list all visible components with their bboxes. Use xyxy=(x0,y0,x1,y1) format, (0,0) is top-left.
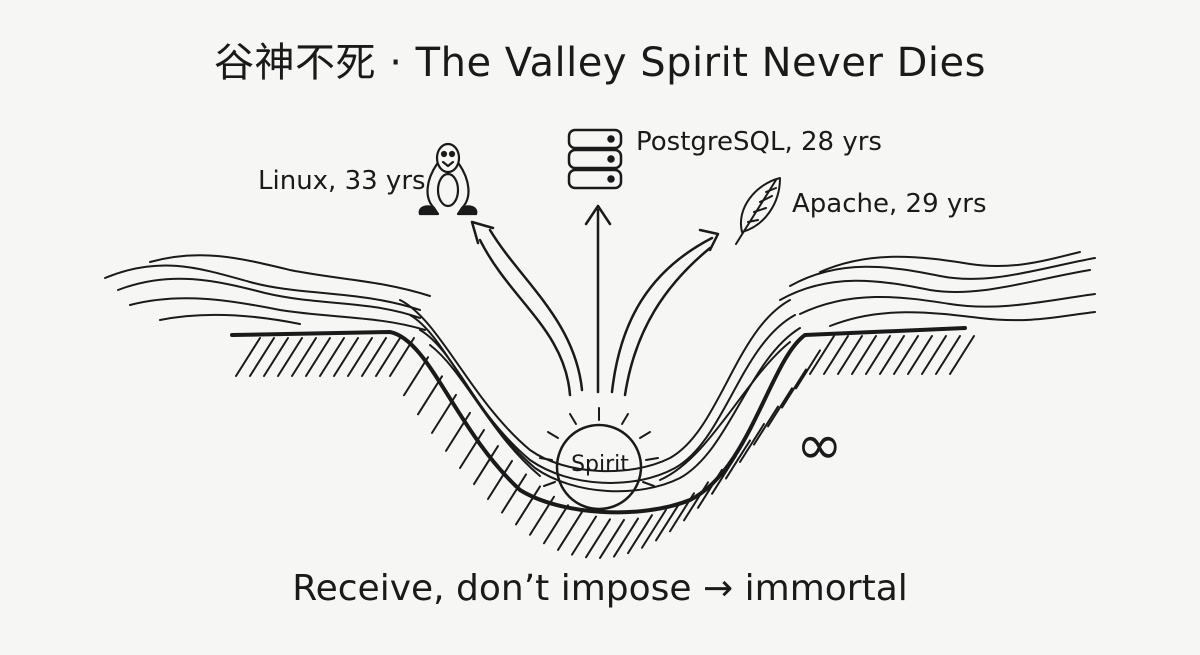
hatch-stroke xyxy=(613,517,639,558)
hatch-stroke xyxy=(487,459,513,500)
hatch-stroke xyxy=(543,504,569,545)
hatch-stroke xyxy=(767,387,793,428)
hatch-stroke xyxy=(333,337,359,377)
hatch-stroke xyxy=(851,335,877,375)
earth-hatching xyxy=(235,335,975,559)
hatch-stroke xyxy=(263,337,289,377)
rising-arrows xyxy=(470,204,720,397)
apache-label: Apache, 29 yrs xyxy=(792,189,987,219)
hatch-stroke xyxy=(375,337,401,377)
hatch-stroke xyxy=(291,337,317,377)
hatch-stroke xyxy=(347,337,373,377)
hatch-stroke xyxy=(823,335,849,375)
hatch-stroke xyxy=(585,518,611,559)
water-flow-lines xyxy=(104,251,1096,493)
hatch-stroke xyxy=(501,473,527,514)
arrow-to-linux xyxy=(488,228,584,392)
hatch-stroke xyxy=(921,335,947,375)
spirit-label: Spirit xyxy=(571,452,629,477)
hatch-stroke xyxy=(305,337,331,377)
hatch-stroke xyxy=(235,337,261,377)
hatch-stroke xyxy=(249,337,275,377)
database-icon xyxy=(567,128,623,190)
arrowhead-linux xyxy=(470,220,495,245)
hatch-stroke xyxy=(949,335,975,375)
hatch-stroke xyxy=(361,337,387,377)
hatch-stroke xyxy=(403,356,429,397)
hatch-stroke xyxy=(571,515,597,556)
arrowhead-apache xyxy=(698,228,720,252)
hatch-stroke xyxy=(319,337,345,377)
hatch-stroke xyxy=(725,439,751,480)
hatch-stroke xyxy=(809,335,835,375)
arrowhead-postgresql xyxy=(584,204,612,226)
hatch-stroke xyxy=(277,337,303,377)
hatch-stroke xyxy=(907,335,933,375)
hatch-stroke xyxy=(935,335,961,375)
hatch-stroke xyxy=(515,485,541,526)
hatch-stroke xyxy=(781,368,807,409)
caption: Receive, don’t impose → immortal xyxy=(292,568,908,609)
postgresql-label: PostgreSQL, 28 yrs xyxy=(636,127,882,157)
hatch-stroke xyxy=(627,514,653,555)
hatch-stroke xyxy=(795,349,821,390)
hatch-stroke xyxy=(753,405,779,446)
page-title: 谷神不死 · The Valley Spirit Never Dies xyxy=(214,40,986,86)
infinity-symbol: ∞ xyxy=(796,413,843,478)
spirit-circle xyxy=(555,423,643,511)
valley-ground-line xyxy=(230,326,967,515)
hatch-stroke xyxy=(641,508,667,549)
spirit-rays xyxy=(539,407,659,487)
penguin-icon xyxy=(418,142,478,216)
feather-icon xyxy=(735,177,781,245)
hatch-stroke xyxy=(459,428,485,469)
hatch-stroke xyxy=(599,518,625,559)
linux-label: Linux, 33 yrs xyxy=(258,166,426,196)
hatch-stroke xyxy=(655,501,681,542)
hatch-stroke xyxy=(837,335,863,375)
hatch-stroke xyxy=(879,335,905,375)
hatch-stroke xyxy=(865,335,891,375)
arrow-to-apache xyxy=(610,236,714,394)
hatch-stroke xyxy=(445,411,471,452)
hatch-stroke xyxy=(739,422,765,463)
hatch-stroke xyxy=(473,445,499,486)
hatch-stroke xyxy=(557,510,583,551)
hatch-stroke xyxy=(893,335,919,375)
